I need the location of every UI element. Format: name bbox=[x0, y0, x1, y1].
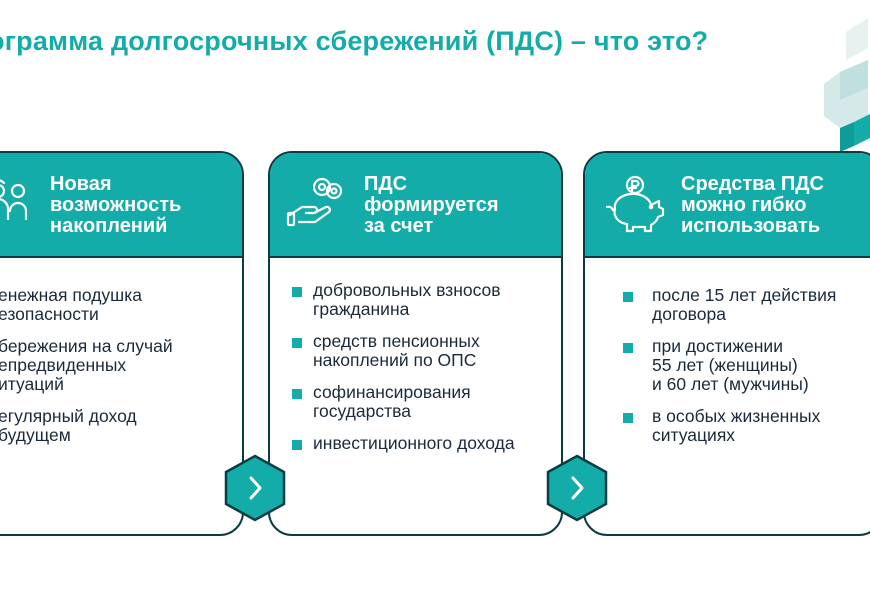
card-title: Средства ПДС можно гибко использовать bbox=[681, 173, 824, 237]
list-item: средств пенсионных накоплений по ОПС bbox=[292, 331, 561, 370]
list-item-text: софинансирования государства bbox=[313, 382, 471, 421]
card-list: добровольных взносов гражданина средств … bbox=[292, 280, 561, 466]
list-item-text: добровольных взносов гражданина bbox=[313, 280, 501, 319]
card-list: после 15 лет действия договора при дости… bbox=[623, 285, 870, 458]
bullet-square bbox=[292, 440, 302, 450]
list-item: при достижении 55 лет (женщины) и 60 лет… bbox=[623, 336, 870, 394]
card-header: Новая возможность накоплений bbox=[0, 153, 242, 258]
chevron-right-icon bbox=[571, 476, 584, 500]
card-list: енежная подушка езопасности бережения на… bbox=[0, 285, 242, 458]
card-title: ПДС формируется за счет bbox=[364, 173, 499, 237]
list-item-text: после 15 лет действия договора bbox=[652, 285, 837, 324]
page-title: ограмма долгосрочных сбережений (ПДС) – … bbox=[0, 26, 709, 56]
list-item: в особых жизненных ситуациях bbox=[623, 406, 870, 445]
card-new-opportunity: Новая возможность накоплений енежная под… bbox=[0, 151, 244, 536]
bullet-square bbox=[623, 343, 633, 353]
piggy-bank-icon bbox=[605, 175, 665, 233]
bullet-square bbox=[623, 292, 633, 302]
card-funding-sources: ПДС формируется за счет добровольных взн… bbox=[268, 151, 563, 536]
list-item: егулярный доход будущем bbox=[0, 406, 242, 445]
list-item: софинансирования государства bbox=[292, 382, 561, 421]
bullet-square bbox=[292, 389, 302, 399]
chevron-right-icon bbox=[249, 476, 262, 500]
next-arrow-button[interactable] bbox=[223, 454, 287, 522]
list-item: бережения на случай епредвиденных итуаци… bbox=[0, 336, 242, 394]
card-flexible-use: Средства ПДС можно гибко использовать по… bbox=[583, 151, 870, 536]
list-item-text: бережения на случай епредвиденных итуаци… bbox=[0, 336, 173, 394]
bullet-square bbox=[292, 338, 302, 348]
card-title: Новая возможность накоплений bbox=[50, 173, 182, 237]
list-item-text: при достижении 55 лет (женщины) и 60 лет… bbox=[652, 336, 809, 394]
list-item: енежная подушка езопасности bbox=[0, 285, 242, 324]
hexagon-decoration bbox=[824, 18, 870, 152]
list-item: добровольных взносов гражданина bbox=[292, 280, 561, 319]
list-item-text: средств пенсионных накоплений по ОПС bbox=[313, 331, 480, 370]
bullet-square bbox=[292, 287, 302, 297]
hand-coins-icon bbox=[286, 177, 343, 227]
list-item-text: инвестиционного дохода bbox=[313, 433, 515, 453]
family-icon bbox=[0, 179, 28, 221]
list-item: инвестиционного дохода bbox=[292, 433, 561, 453]
list-item-text: в особых жизненных ситуациях bbox=[652, 406, 821, 445]
list-item-text: енежная подушка езопасности bbox=[0, 285, 142, 324]
next-arrow-button[interactable] bbox=[545, 454, 609, 522]
card-header: ПДС формируется за счет bbox=[270, 153, 561, 258]
card-header: Средства ПДС можно гибко использовать bbox=[585, 153, 870, 258]
list-item: после 15 лет действия договора bbox=[623, 285, 870, 324]
bullet-square bbox=[623, 413, 633, 423]
list-item-text: егулярный доход будущем bbox=[0, 406, 137, 445]
